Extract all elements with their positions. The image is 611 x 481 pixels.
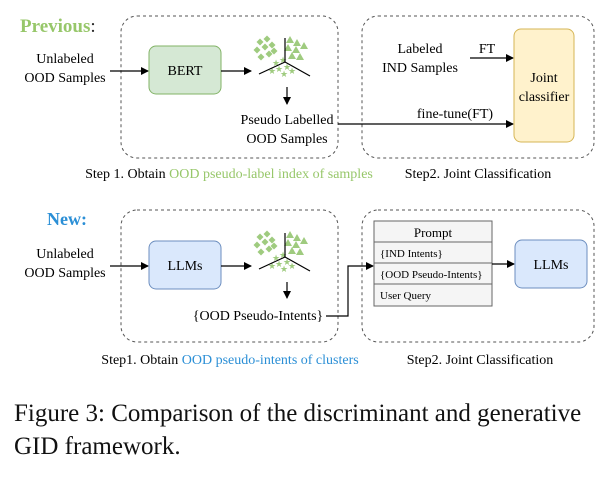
labeled-ind-line1: Labeled (397, 42, 442, 57)
joint-classifier-line2: classifier (519, 90, 570, 105)
previous-input-line2: OOD Samples (24, 71, 105, 86)
svg-text:★: ★ (272, 254, 280, 264)
ft-label: FT (479, 42, 496, 57)
svg-text:★: ★ (283, 63, 291, 73)
new-input-line1: Unlabeled (36, 247, 94, 262)
previous-step1-caption: Step 1. Obtain OOD pseudo-label index of… (85, 167, 373, 182)
new-step2-box (361, 209, 595, 343)
finetune-label: fine-tune(FT) (417, 107, 494, 122)
bert-label: BERT (168, 64, 203, 79)
new-step1-caption: Step1. Obtain OOD pseudo-intents of clus… (101, 353, 358, 368)
bert-box (148, 45, 222, 95)
joint-classifier-line1: Joint (530, 71, 557, 86)
svg-text:★: ★ (288, 67, 296, 77)
svg-text:★: ★ (268, 67, 276, 77)
previous-label: Previous: (20, 16, 96, 37)
framework-diagram: Previous: Unlabeled OOD Samples BERT ★★★… (20, 15, 595, 368)
cluster-icon: ★★★★★★★ (253, 230, 311, 275)
prompt-row-ood-pseudo-intents: {OOD Pseudo-Intents} (380, 269, 483, 281)
svg-text:★: ★ (275, 260, 283, 270)
previous-step1-box (120, 15, 339, 159)
llms-encoder-label: LLMs (168, 259, 203, 274)
labeled-ind-line2: IND Samples (382, 61, 458, 76)
pseudo-labelled-line2: OOD Samples (246, 132, 327, 147)
svg-text:★: ★ (272, 59, 280, 69)
ood-pseudo-intents-label: {OOD Pseudo-Intents} (193, 309, 323, 324)
svg-text:★: ★ (279, 56, 287, 66)
pseudo-labelled-line1: Pseudo Labelled (241, 113, 334, 128)
new-label: New: (47, 209, 87, 229)
svg-text:★: ★ (279, 251, 287, 261)
svg-text:★: ★ (280, 265, 288, 275)
llms-output-label: LLMs (534, 258, 569, 273)
figure-caption: Figure 3: Comparison of the discriminant… (14, 400, 582, 460)
previous-input-line1: Unlabeled (36, 52, 94, 67)
prompt-title: Prompt (414, 225, 453, 240)
llms-output-box (514, 239, 588, 289)
new-step1-box (120, 209, 339, 343)
joint-classifier-box (513, 28, 575, 143)
arrow-intents-to-prompt (326, 262, 374, 317)
svg-text:★: ★ (283, 258, 291, 268)
new-input-line2: OOD Samples (24, 266, 105, 281)
svg-text:★: ★ (275, 65, 283, 75)
cluster-icon: ★★★★★★★ (253, 35, 311, 80)
svg-text:★: ★ (268, 262, 276, 272)
previous-step2-caption: Step2. Joint Classification (405, 167, 552, 182)
svg-text:★: ★ (288, 262, 296, 272)
prompt-row-user-query: User Query (380, 290, 432, 302)
new-step2-caption: Step2. Joint Classification (407, 353, 554, 368)
llms-encoder-box (148, 240, 222, 290)
prompt-row-ind-intents: {IND Intents} (380, 248, 443, 260)
svg-text:★: ★ (280, 70, 288, 80)
